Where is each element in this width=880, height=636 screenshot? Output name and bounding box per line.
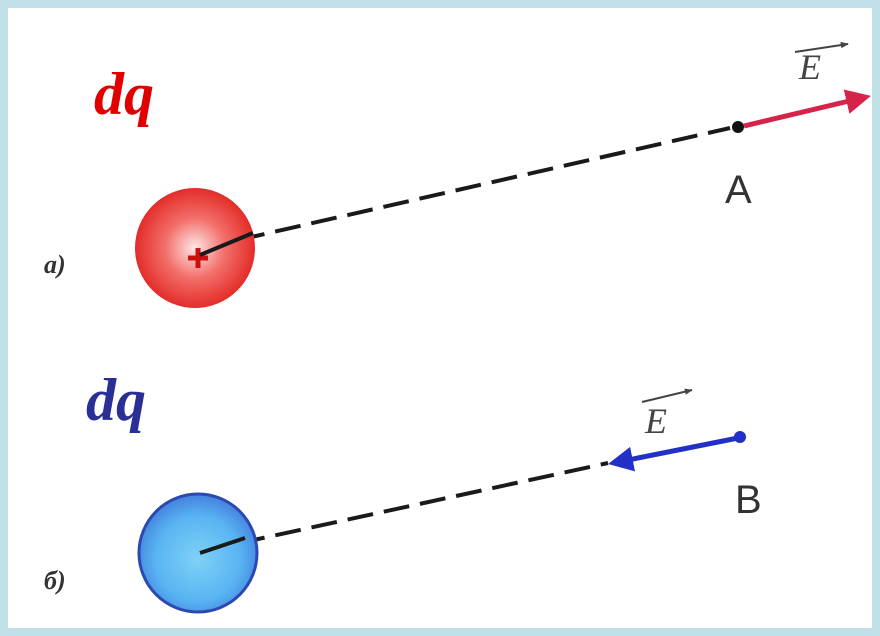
negative-charge-label: dq — [86, 367, 146, 433]
field-vector-b — [608, 435, 739, 472]
positive-charge-sphere — [135, 188, 255, 308]
center-to-edge-b — [199, 536, 246, 555]
field-symbol-b: E — [645, 401, 667, 441]
negative-charge-sphere — [137, 492, 259, 614]
field-symbol-a: E — [799, 47, 821, 87]
point-b-label: B — [735, 478, 762, 522]
vector-bar-b — [641, 388, 693, 403]
case-b-group — [137, 388, 746, 614]
field-diagram — [135, 41, 871, 614]
positive-charge-label: dq — [94, 61, 154, 127]
case-a-group — [135, 41, 871, 308]
point-a-dot — [732, 121, 744, 133]
case-b-label: б) — [44, 566, 66, 595]
field-vector-a — [743, 89, 871, 129]
center-to-edge-a — [199, 231, 254, 257]
diagram-frame: dq dq a) б) A B E E — [8, 8, 872, 628]
dashed-line-a — [202, 126, 731, 250]
point-a-label: A — [725, 168, 752, 212]
plus-sign-icon — [188, 248, 208, 268]
vector-bar-a — [794, 41, 849, 53]
case-a-label: a) — [44, 250, 66, 279]
dashed-line-b — [202, 461, 609, 553]
